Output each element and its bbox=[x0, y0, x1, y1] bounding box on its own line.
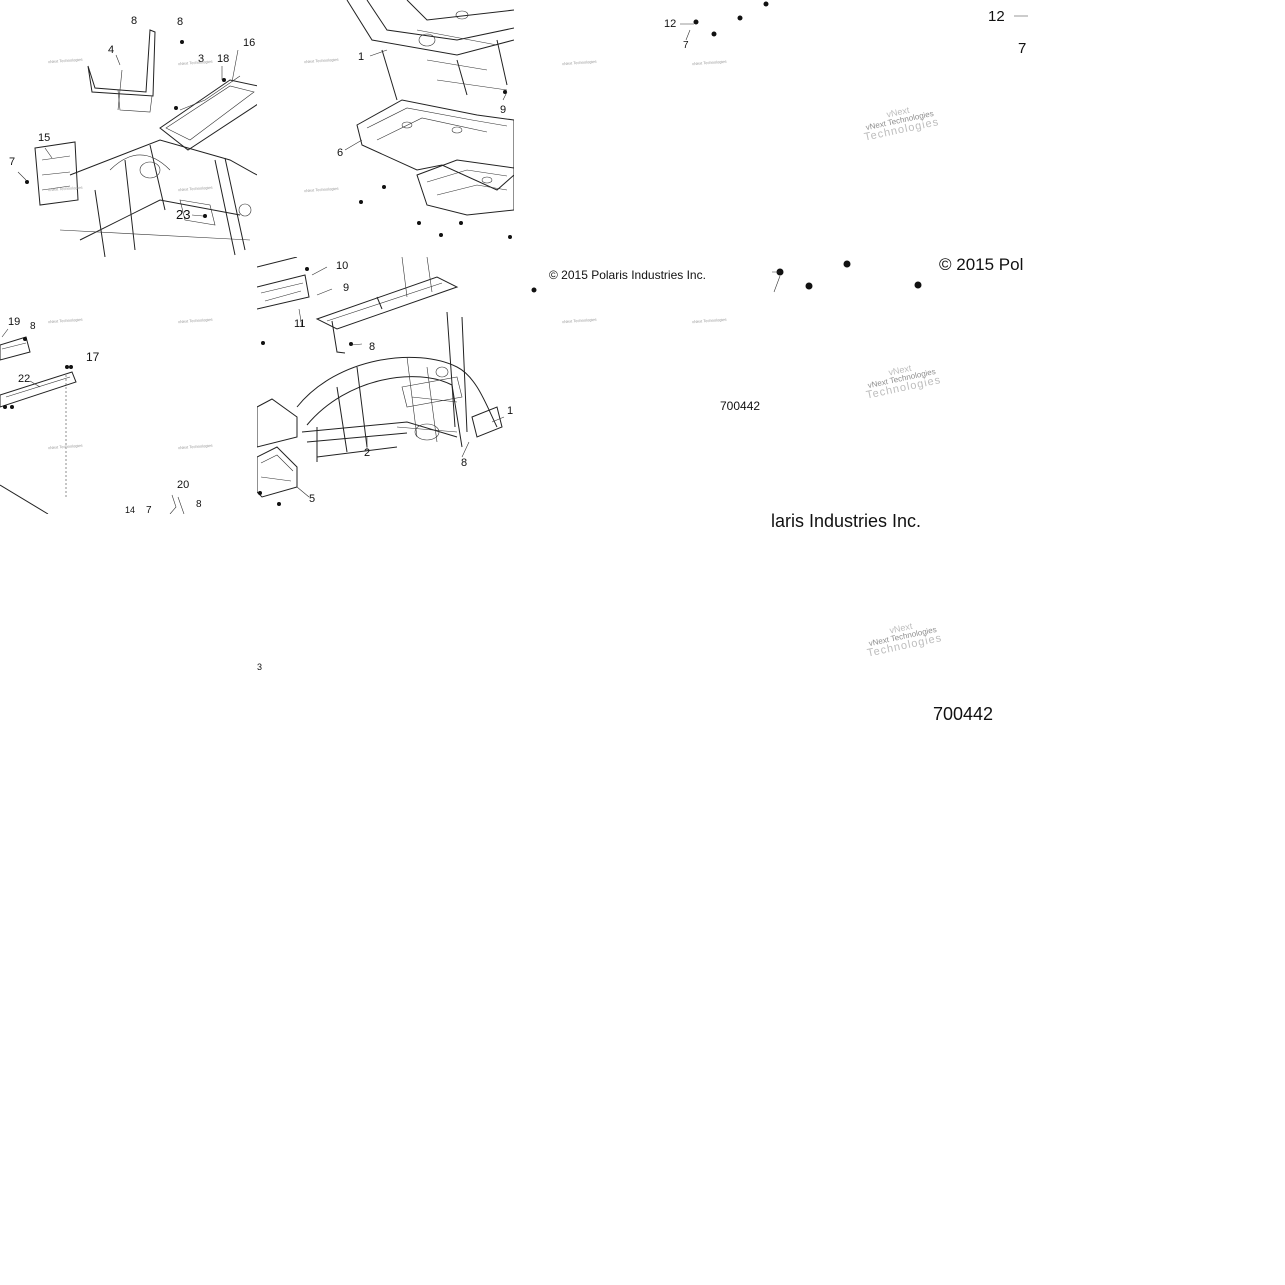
callout-label: 1 bbox=[358, 51, 365, 63]
callout-label: 23 bbox=[176, 207, 191, 222]
diagram-tile-rear-cage: 8 8 4 3 18 16 15 7 23 vNext Technologies… bbox=[0, 0, 257, 257]
callout-label: 16 bbox=[243, 37, 256, 49]
callout-label: 8 bbox=[369, 341, 376, 353]
watermark: vNext Technologies bbox=[691, 316, 727, 325]
callout-label: 10 bbox=[336, 260, 349, 272]
callout-label: 20 bbox=[177, 479, 190, 491]
fastener-detail-drawing bbox=[531, 1, 1028, 293]
rear-brace-drawing bbox=[0, 328, 185, 514]
watermark-logo: vNext vNext Technologies Technologies bbox=[866, 620, 944, 660]
watermark-logo: vNext vNext Technologies Technologies bbox=[865, 362, 943, 402]
callout-label: 8 bbox=[30, 321, 36, 332]
callout-label: 7 bbox=[683, 40, 689, 51]
callout-label: 2 bbox=[364, 447, 371, 459]
callout-label: 5 bbox=[309, 493, 316, 505]
callout-label: 8 bbox=[461, 457, 468, 469]
diagram-tile-rear-brace: 19 8 17 22 20 14 7 8 vNext Technologies … bbox=[0, 257, 257, 514]
callout-label: 7 bbox=[1018, 40, 1027, 57]
diagram-tile-skid-plate: 1 9 6 vNext Technologies vNext Technolog… bbox=[257, 0, 514, 257]
main-frame-drawing bbox=[257, 257, 505, 506]
callout-label: 7 bbox=[146, 505, 152, 515]
callout-label: 11 bbox=[294, 318, 306, 330]
watermark: vNext Technologies bbox=[561, 316, 597, 325]
callout-label: 8 bbox=[177, 16, 184, 28]
part-number: 700442 bbox=[720, 399, 761, 413]
callout-label: 6 bbox=[337, 147, 344, 159]
callout-label: 12 bbox=[664, 18, 677, 30]
copyright-notice: © 2015 Polaris Industries Inc. bbox=[549, 268, 706, 282]
callout-label: 4 bbox=[108, 44, 115, 56]
callout-label: 15 bbox=[38, 132, 51, 144]
rear-cage-drawing bbox=[17, 29, 257, 257]
part-number: 700442 bbox=[933, 704, 994, 724]
copyright-notice-cropped: © 2015 Pol bbox=[939, 255, 1024, 274]
skid-plate-drawing bbox=[344, 0, 514, 239]
callout-label: 19 bbox=[8, 316, 21, 328]
callout-label: 17 bbox=[86, 350, 100, 364]
diagram-tile-main-frame: 10 9 11 8 2 5 8 1 bbox=[257, 257, 514, 514]
callout-label: 9 bbox=[500, 104, 507, 116]
callout-label: 3 bbox=[257, 662, 263, 672]
callout-label: 1 bbox=[507, 405, 514, 417]
callout-label: 8 bbox=[196, 499, 202, 510]
callout-label: 18 bbox=[217, 53, 230, 65]
callout-label: 22 bbox=[18, 373, 31, 385]
callout-label: 9 bbox=[343, 282, 350, 294]
callout-label: 12 bbox=[988, 8, 1005, 25]
callout-label: 7 bbox=[9, 156, 16, 168]
callout-label: 14 bbox=[125, 505, 136, 515]
callout-label: 8 bbox=[131, 15, 138, 27]
copyright-notice-cropped: laris Industries Inc. bbox=[771, 511, 922, 531]
callout-label: 3 bbox=[198, 53, 205, 65]
